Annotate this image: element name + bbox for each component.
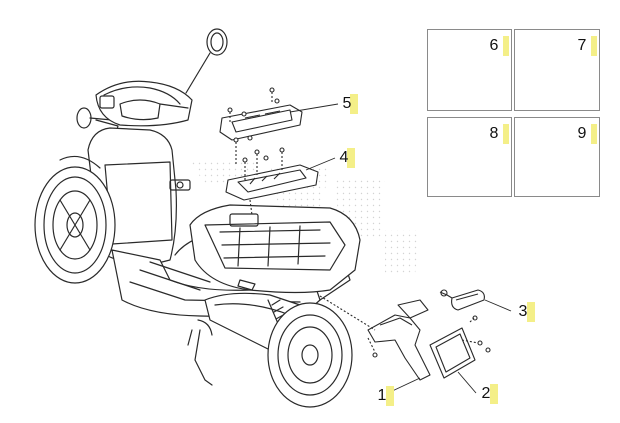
detail-label-7: 7 — [571, 36, 597, 56]
callout-2: 2 — [474, 384, 498, 404]
callout-4: 4 — [333, 148, 355, 168]
mirror-left-icon — [76, 107, 92, 129]
callout-5: 5 — [336, 94, 358, 114]
detail-label-9: 9 — [571, 124, 597, 144]
mirror-right-icon — [206, 28, 228, 56]
detail-label-8: 8 — [483, 124, 509, 144]
rear-wheel — [267, 302, 353, 408]
detail-box-6: 6 — [427, 29, 512, 111]
scooter-illustration — [34, 28, 361, 408]
detail-label-6: 6 — [483, 36, 509, 56]
part-4-tray — [225, 147, 319, 216]
callout-3: 3 — [511, 302, 535, 322]
part-5-cover-plate — [219, 87, 303, 165]
detail-box-7: 7 — [514, 29, 600, 111]
callout-1: 1 — [370, 386, 394, 406]
detail-box-9: 9 — [514, 117, 600, 197]
part-3-rear-light — [439, 289, 485, 311]
part-1-plate-bracket — [319, 295, 431, 381]
part-2-plate-holder — [429, 315, 491, 379]
detail-box-8: 8 — [427, 117, 512, 197]
